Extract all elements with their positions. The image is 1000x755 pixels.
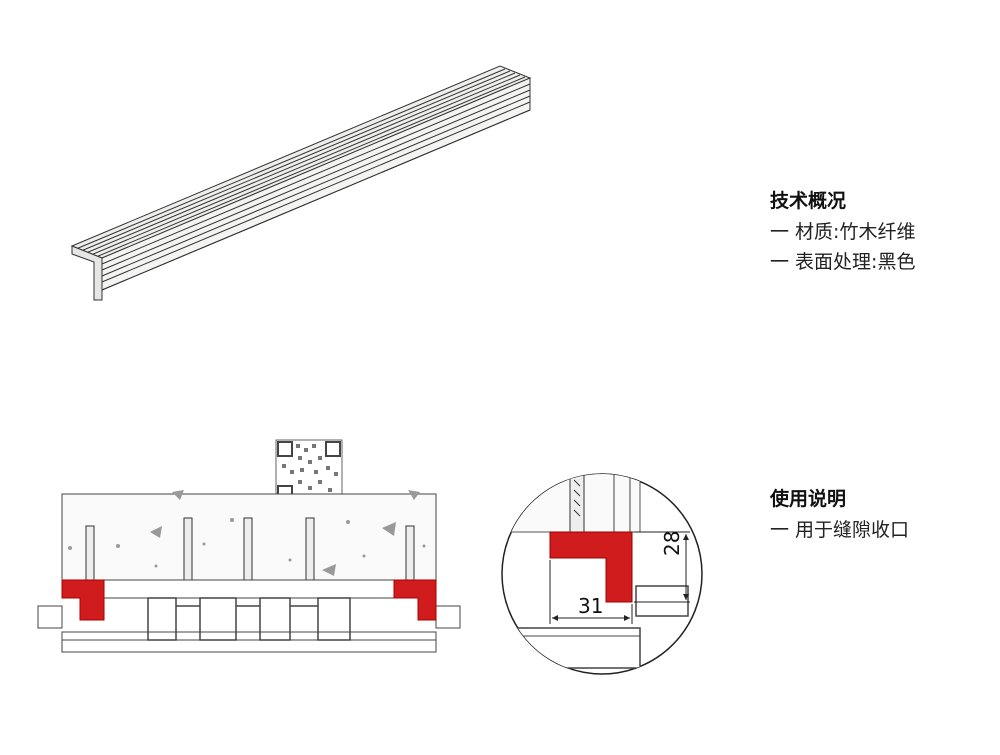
red-edge-profile-left bbox=[61, 579, 105, 621]
red-edge-profile-detail bbox=[549, 531, 633, 603]
usage-section: 使用说明 一 用于缝隙收口 bbox=[770, 484, 909, 545]
usage-title: 使用说明 bbox=[770, 488, 847, 510]
tech-overview-finish: 一 表面处理:黑色 bbox=[770, 251, 916, 273]
tech-overview-section: 技术概况 一 材质:竹木纤维 一 表面处理:黑色 bbox=[770, 186, 915, 277]
red-edge-profile-right bbox=[393, 579, 437, 621]
dimension-height-label: 28 bbox=[660, 530, 684, 556]
qr-code bbox=[275, 439, 343, 503]
usage-item: 一 用于缝隙收口 bbox=[770, 519, 910, 541]
dimension-width-label: 31 bbox=[578, 594, 604, 618]
tech-overview-title: 技术概况 bbox=[770, 190, 847, 212]
tech-overview-material: 一 材质:竹木纤维 bbox=[770, 221, 916, 243]
